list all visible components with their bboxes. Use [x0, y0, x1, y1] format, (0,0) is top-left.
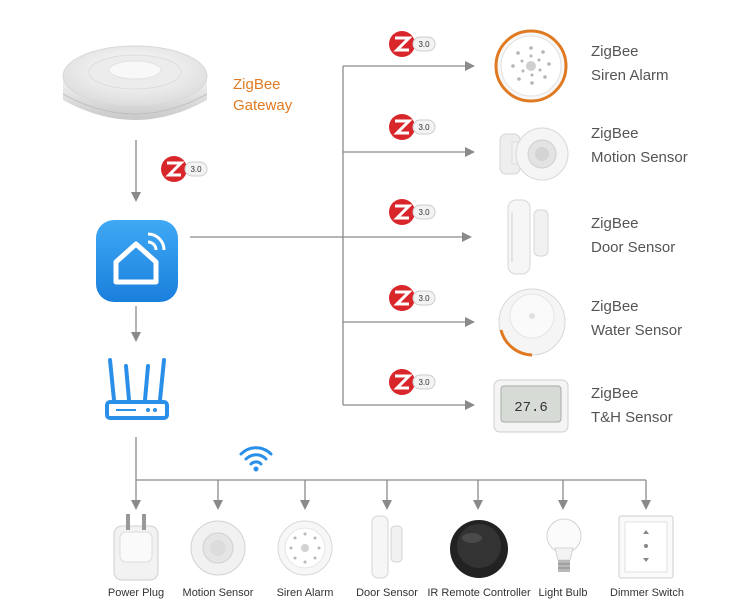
- device-label-line2: T&H Sensor: [591, 409, 673, 426]
- zigbee-3-badge-icon: 3.0: [161, 156, 208, 182]
- gateway-label: ZigBee Gateway: [233, 74, 292, 116]
- bottom-door-sensor-device: [371, 515, 403, 579]
- power-plug-device: [113, 514, 159, 581]
- light-bulb-device: [546, 518, 582, 572]
- device-label-door: ZigBee Door Sensor: [591, 212, 675, 260]
- bottom-label-door-sensor: Door Sensor: [356, 587, 418, 599]
- door-sensor-device: [507, 199, 549, 275]
- ir-remote-controller-device: [450, 520, 508, 578]
- th-sensor-device: 27.6: [493, 379, 569, 433]
- bottom-label-power-plug: Power Plug: [107, 587, 165, 599]
- zigbee-3-badge-icon: 3.0: [389, 31, 436, 57]
- badge-text: 3.0: [418, 294, 430, 303]
- device-label-line1: ZigBee: [591, 125, 639, 142]
- device-label-siren: ZigBee Siren Alarm: [591, 40, 669, 88]
- router-icon: [105, 358, 169, 420]
- badge-text: 3.0: [418, 40, 430, 49]
- badge-text: 3.0: [418, 208, 430, 217]
- bottom-label-dimmer-switch: Dimmer Switch: [610, 587, 684, 599]
- device-label-line2: Siren Alarm: [591, 67, 669, 84]
- gateway-label-line1: ZigBee: [233, 76, 281, 93]
- zigbee-gateway-device: [62, 45, 208, 120]
- zigbee-3-badge-icon: 3.0: [389, 285, 436, 311]
- bottom-label-light-bulb: Light Bulb: [538, 587, 588, 599]
- device-label-line1: ZigBee: [591, 215, 639, 232]
- siren-alarm-device: [494, 29, 568, 103]
- device-label-motion: ZigBee Motion Sensor: [591, 122, 688, 170]
- zigbee-3-badge-icon: 3.0: [389, 199, 436, 225]
- water-sensor-device: [498, 288, 566, 357]
- device-label-line1: ZigBee: [591, 298, 639, 315]
- badge-text: 3.0: [418, 378, 430, 387]
- device-label-line2: Door Sensor: [591, 239, 676, 256]
- dimmer-switch-device: [618, 515, 674, 579]
- device-label-th: ZigBee T&H Sensor: [591, 382, 673, 430]
- bottom-label-siren-alarm: Siren Alarm: [276, 587, 334, 599]
- device-label-line1: ZigBee: [591, 385, 639, 402]
- device-label-line2: Water Sensor: [591, 322, 683, 339]
- thermo-display-text: 27.6: [514, 400, 548, 416]
- motion-sensor-device: [499, 127, 569, 181]
- device-label-line1: ZigBee: [591, 43, 639, 60]
- smart-home-app-icon: [96, 220, 178, 302]
- zigbee-3-badge-icon: 3.0: [389, 369, 436, 395]
- bottom-label-ir-remote: IR Remote Controller: [427, 587, 531, 599]
- bottom-siren-alarm-device: [277, 520, 333, 576]
- device-label-water: ZigBee Water Sensor: [591, 295, 682, 343]
- bottom-motion-sensor-device: [190, 520, 246, 576]
- device-label-line2: Motion Sensor: [591, 149, 688, 166]
- zigbee-3-badge-icon: 3.0: [389, 114, 436, 140]
- gateway-label-line2: Gateway: [233, 97, 293, 114]
- badge-text: 3.0: [190, 165, 202, 174]
- bottom-label-motion-sensor: Motion Sensor: [182, 587, 254, 599]
- badge-text: 3.0: [418, 123, 430, 132]
- wifi-icon: [239, 446, 273, 472]
